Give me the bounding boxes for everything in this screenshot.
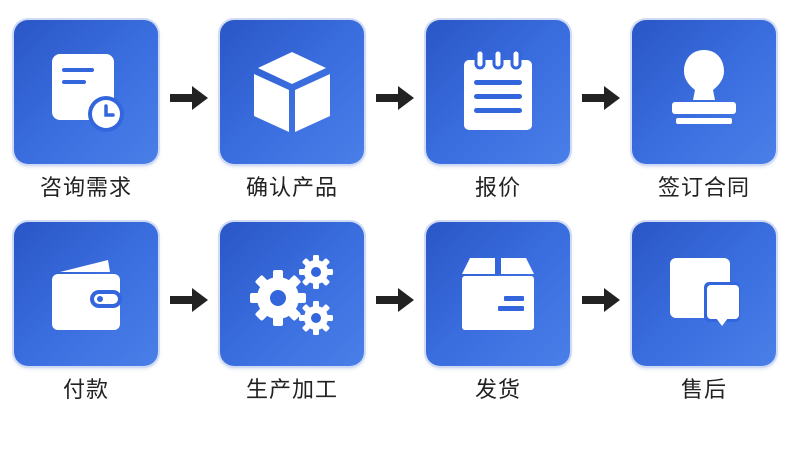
step-tile-production xyxy=(220,222,364,366)
step-tile-after-sales xyxy=(632,222,776,366)
arrow-right-icon xyxy=(376,86,414,110)
package-icon xyxy=(462,258,534,330)
notepad-icon xyxy=(464,48,532,130)
step-label-quote: 报价 xyxy=(474,176,521,201)
arrow-right-icon xyxy=(170,86,208,110)
arrow-right-icon xyxy=(582,288,620,312)
step-tile-contract xyxy=(632,20,776,164)
arrow-right-icon xyxy=(376,288,414,312)
document-clock-icon xyxy=(52,54,124,132)
step-tile-consult xyxy=(14,20,158,164)
step-tile-confirm-product xyxy=(220,20,364,164)
gears-icon xyxy=(250,255,333,335)
step-label-contract: 签订合同 xyxy=(657,176,750,201)
step-label-production: 生产加工 xyxy=(245,378,338,403)
step-label-after-sales: 售后 xyxy=(680,378,727,403)
step-tile-shipping xyxy=(426,222,570,366)
step-tile-payment xyxy=(14,222,158,366)
step-label-shipping: 发货 xyxy=(474,378,521,403)
stamp-icon xyxy=(672,50,736,124)
arrow-right-icon xyxy=(582,86,620,110)
chat-bubbles-icon xyxy=(670,258,740,326)
arrow-right-icon xyxy=(170,288,208,312)
step-tile-quote xyxy=(426,20,570,164)
step-label-payment: 付款 xyxy=(62,378,109,403)
step-label-confirm-product: 确认产品 xyxy=(245,176,338,201)
step-label-consult: 咨询需求 xyxy=(39,176,132,201)
box-icon xyxy=(254,52,330,132)
wallet-icon xyxy=(52,260,122,330)
